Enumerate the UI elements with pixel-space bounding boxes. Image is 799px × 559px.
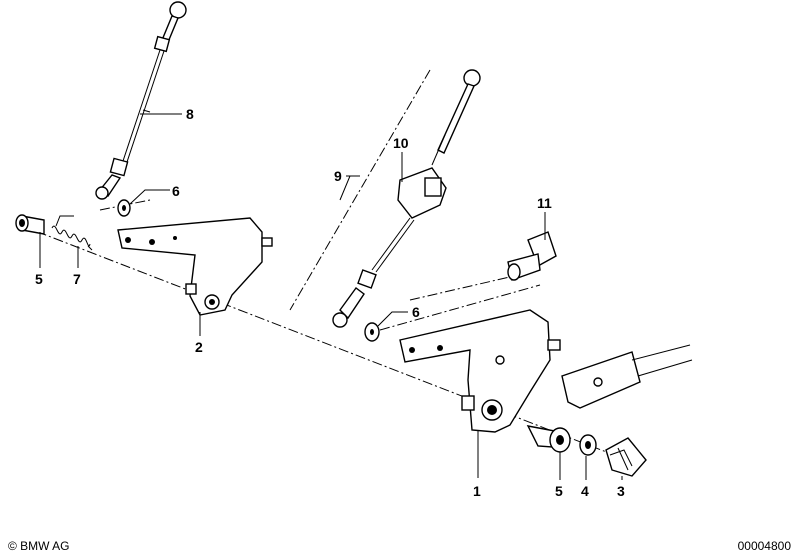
part-5-bushing-left[interactable] [15,214,45,235]
part-2-lever-bracket[interactable] [117,217,273,316]
assembly-axis-lines [19,69,641,466]
parts-diagram: 8 6 5 7 2 9 10 11 6 1 5 4 3 [15,1,693,499]
copyright-notice: © BMW AG [8,539,70,553]
leader-lines [39,113,623,480]
part-8-linkage-rod[interactable] [95,1,187,200]
callout-labels: 8 6 5 7 2 9 10 11 6 1 5 4 3 [35,106,625,499]
diagram-number: 00004800 [737,539,791,553]
part-6-washer-upper[interactable] [117,199,131,217]
callout-9: 9 [334,168,342,184]
part-7-spring[interactable] [51,215,93,251]
part-1-main-lever[interactable] [399,309,561,433]
callout-11: 11 [537,195,552,211]
part-6-washer-lower[interactable] [364,322,380,342]
part-4-washer[interactable] [579,434,597,456]
callout-8: 8 [186,106,194,122]
callout-7: 7 [73,271,81,287]
callout-1: 1 [473,483,481,499]
callout-6-upper: 6 [172,183,180,199]
actuator-linkage-right[interactable] [561,344,693,409]
part-3-spring-clip[interactable] [605,437,647,477]
callout-10: 10 [393,135,409,151]
part-5-bushing-right[interactable] [526,425,571,453]
callout-4: 4 [581,483,589,499]
part-10-adjuster-rod[interactable] [332,69,481,328]
callout-5-right: 5 [555,483,563,499]
callout-2: 2 [195,339,203,355]
callout-6-lower: 6 [412,304,420,320]
callout-5-left: 5 [35,271,43,287]
part-11-clip[interactable] [507,231,557,281]
callout-3: 3 [617,483,625,499]
